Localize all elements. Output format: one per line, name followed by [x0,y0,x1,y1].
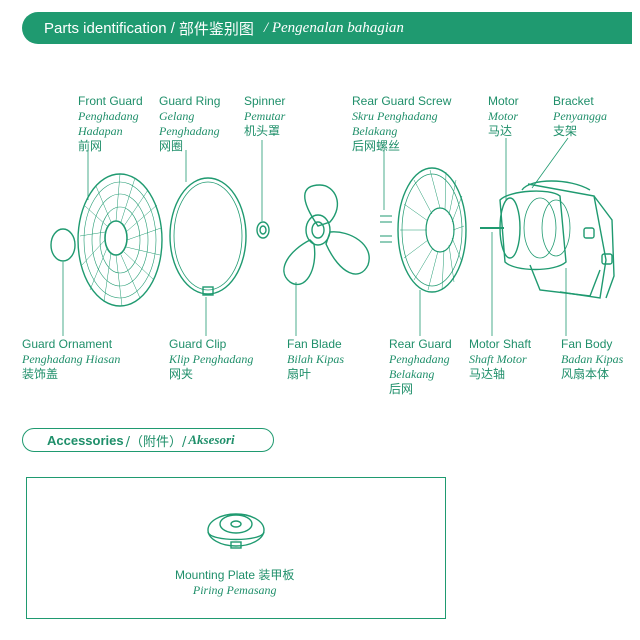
header-title-zh: 部件鉴别图 [178,19,254,38]
label-rear-guard-screw: Rear Guard Screw Skru Penghadang Belakan… [352,94,452,153]
accessories-header: Accessories /（附件）/ Aksesori [22,428,274,452]
label-front-guard: Front Guard Penghadang Hadapan 前网 [78,94,143,153]
front-guard-illustration [77,173,163,307]
label-guard-ring: Guard Ring Gelang Penghadang 网圈 [159,94,221,153]
guard-ornament-illustration [50,228,76,262]
label-motor: Motor Motor 马达 [488,94,519,138]
label-motor-shaft: Motor Shaft Shaft Motor 马达轴 [469,337,532,381]
label-guard-clip: Guard Clip Klip Penghadang 网夹 [169,337,254,381]
bracket-illustration [527,183,615,299]
section-header: Parts identification / 部件鉴别图 / Pengenala… [22,12,632,44]
accessories-title-ms: Aksesori [188,432,235,447]
label-fan-body: Fan Body Badan Kipas 风扇本体 [561,337,624,381]
spinner-illustration [256,221,270,239]
label-fan-blade: Fan Blade Bilah Kipas 扇叶 [287,337,345,381]
label-mounting-plate: Mounting Plate 装甲板 Piring Pemasang [175,568,295,597]
rear-guard-illustration [397,167,467,293]
leader-lines [62,137,569,336]
label-rear-guard: Rear Guard Penghadang Belakang 后网 [389,337,452,396]
label-spinner: Spinner Pemutar 机头罩 [244,94,286,138]
header-title-en: Parts identification / [44,19,175,37]
guard-ring-illustration [169,177,247,296]
label-guard-ornament: Guard Ornament Penghadang Hiasan 装饰盖 [22,337,121,381]
header-title-ms: / Pengenalan bahagian [263,19,404,36]
accessories-box [26,477,446,619]
fan-blade-illustration [283,184,370,285]
mounting-plate-illustration [207,513,265,549]
accessories-title-en: Accessories [47,432,124,448]
rear-guard-screw-illustration [380,215,392,243]
accessories-title-zh: /（附件）/ [125,434,187,450]
label-bracket: Bracket Penyangga 支架 [553,94,607,138]
